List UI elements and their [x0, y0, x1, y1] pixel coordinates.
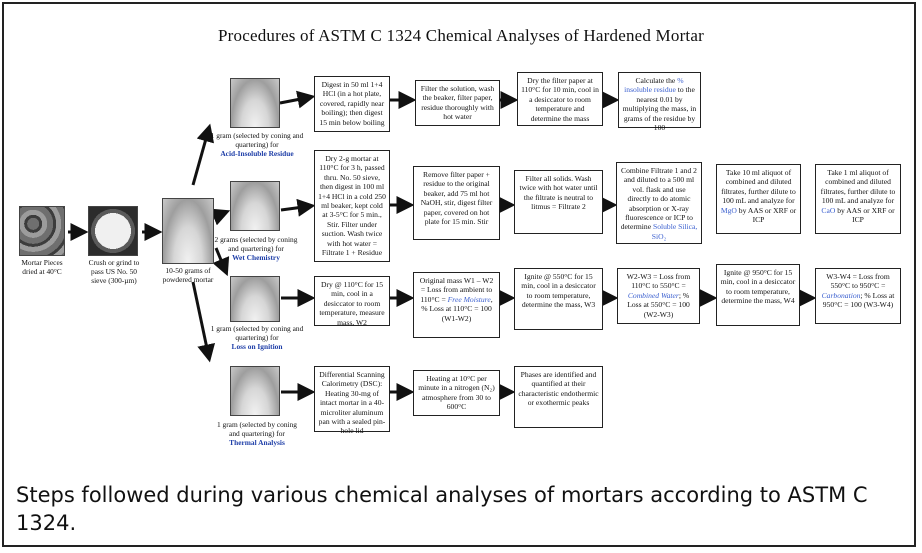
ignition-branch-label: 1 gram (selected by coning and quarterin…: [210, 324, 304, 351]
arrow-to-wet: [210, 208, 231, 226]
r2-mgo-pre: Take 10 ml aliquot of combined and dilut…: [721, 168, 796, 206]
r3-free-moisture-box: Original mass W1 – W2 = Loss from ambien…: [413, 272, 500, 338]
arrow-r2-pic-b1: [280, 198, 316, 217]
r2-cao-box: Take 1 ml aliquot of combined and dilute…: [815, 164, 901, 234]
r2-mgo-box: Take 10 ml aliquot of combined and dilut…: [716, 164, 801, 234]
r2-remove-text: Remove filter paper + residue to the ori…: [420, 170, 493, 227]
r1-filter-text: Filter the solution, wash the beaker, fi…: [420, 84, 495, 122]
thermal-branch-name: Thermal Analysis: [229, 438, 285, 447]
r3-ignite950-text: Ignite @ 950°C for 15 min, cool in a des…: [720, 268, 796, 306]
r2-mgo-post: by AAS or XRF or ICP: [736, 205, 797, 225]
wet-branch-name: Wet Chemistry: [232, 253, 280, 262]
wet-branch-label: 2 grams (selected by coning and quarteri…: [214, 235, 298, 262]
r3-free-moisture-highlight: Free Moisture: [447, 294, 491, 304]
arrow-r1-pic-b1: [279, 90, 316, 109]
r4-phases-box: Phases are identified and quantified at …: [514, 366, 603, 428]
arrow-to-thermal: [191, 281, 216, 363]
r2-mgo-highlight: MgO: [720, 205, 737, 215]
figure-caption: Steps followed during various chemical a…: [16, 483, 868, 535]
ignition-branch-text: 1 gram (selected by coning and quarterin…: [210, 324, 304, 342]
thermal-branch-label: 1 gram (selected by coning and quarterin…: [216, 420, 298, 447]
r3-carbonation-text: W3-W4 = Loss from 550°C to 950°C = Carbo…: [819, 272, 897, 310]
thermal-branch-text: 1 gram (selected by coning and quarterin…: [216, 420, 298, 438]
r1-dry-box: Dry the filter paper at 110°C for 10 min…: [517, 72, 603, 126]
r2-cao-pre: Take 1 ml aliquot of combined and dilute…: [820, 168, 896, 206]
r3-carbonation-box: W3-W4 = Loss from 550°C to 950°C = Carbo…: [815, 268, 901, 324]
r3-dry-text: Dry @ 110°C for 15 min, cool in a desicc…: [319, 280, 385, 327]
figure-frame: [2, 2, 916, 547]
r1-digest-text: Digest in 50 ml 1+4 HCl (in a hot plate,…: [319, 80, 385, 127]
arrow-to-ignition: [212, 247, 230, 277]
r3-combined-water-text: W2-W3 = Loss from 110°C to 550°C = Combi…: [621, 272, 696, 319]
r1-calc-highlight: % insoluble residue: [624, 76, 684, 95]
insoluble-branch-text: 1 gram (selected by coning and quarterin…: [210, 131, 304, 149]
r3-ignite550-box: Ignite @ 550°C for 15 min, cool in a des…: [514, 268, 603, 330]
r3-combined-water-box: W2-W3 = Loss from 110°C to 550°C = Combi…: [617, 268, 700, 324]
powder-mortar-label: 10-50 grams of powdered mortar: [162, 266, 214, 284]
r2-cao-highlight: CaO: [821, 205, 836, 215]
r1-calc-post: to the nearest 0.01 by multiplying the m…: [622, 85, 697, 133]
r2-filter-text: Filter all solids. Wash twice with hot w…: [519, 174, 598, 212]
r2-remove-box: Remove filter paper + residue to the ori…: [413, 166, 500, 240]
r1-digest-box: Digest in 50 ml 1+4 HCl (in a hot plate,…: [314, 76, 390, 132]
ignition-sample-photo: [230, 276, 280, 322]
r3-carbonation-highlight: Carbonation: [821, 290, 861, 300]
r1-calc-box: Calculate the % insoluble residue to the…: [618, 72, 701, 132]
r4-heating-text: Heating at 10°C per minute in a nitrogen…: [418, 374, 495, 412]
wet-branch-text: 2 grams (selected by coning and quarteri…: [214, 235, 298, 253]
r3-free-moisture-pre: Original mass W1 – W2 = Loss from ambien…: [419, 276, 494, 304]
r3-ignite550-text: Ignite @ 550°C for 15 min, cool in a des…: [521, 272, 596, 310]
r1-calc-text: Calculate the % insoluble residue to the…: [622, 76, 697, 132]
r2-dry-digest-text: Dry 2-g mortar at 110°C for 3 h, passed …: [318, 154, 386, 258]
mortar-pieces-label: Mortar Pieces dried at 40°C: [21, 258, 63, 276]
r2-combine-box: Combine Filtrate 1 and 2 and diluted to …: [616, 162, 702, 244]
r1-dry-text: Dry the filter paper at 110°C for 10 min…: [521, 76, 599, 123]
r1-calc-pre: Calculate the: [635, 76, 678, 85]
r2-dry-digest-box: Dry 2-g mortar at 110°C for 3 h, passed …: [314, 150, 390, 262]
r3-carbonation-pre: W3-W4 = Loss from 550°C to 950°C =: [826, 272, 890, 291]
r3-free-moisture-text: Original mass W1 – W2 = Loss from ambien…: [417, 276, 496, 323]
r4-phases-text: Phases are identified and quantified at …: [518, 370, 599, 408]
r3-free-moisture-post: , % Loss at 110°C = 100 (W1-W2): [421, 294, 493, 323]
r2-filter-box: Filter all solids. Wash twice with hot w…: [514, 170, 603, 234]
thermal-sample-photo: [230, 366, 280, 416]
r4-dsc-box: Differential Scanning Calorimetry (DSC):…: [314, 366, 390, 435]
r3-dry-box: Dry @ 110°C for 15 min, cool in a desicc…: [314, 276, 390, 327]
r2-cao-text: Take 1 ml aliquot of combined and dilute…: [819, 168, 897, 224]
arrow-to-insoluble: [191, 123, 215, 186]
ignition-branch-name: Loss on Ignition: [231, 342, 283, 351]
insoluble-branch-name: Acid-Insoluble Residue: [220, 149, 294, 158]
r4-heating-box: Heating at 10°C per minute in a nitrogen…: [413, 370, 500, 416]
r1-filter-box: Filter the solution, wash the beaker, fi…: [415, 80, 500, 126]
r2-cao-post: by AAS or XRF or ICP: [835, 205, 895, 225]
r3-combined-water-highlight: Combined Water: [627, 290, 679, 300]
crushed-sample-photo: [88, 206, 138, 256]
r2-combine-pre: Combine Filtrate 1 and 2 and diluted to …: [620, 166, 697, 232]
powder-pile-photo: [162, 198, 214, 264]
r3-combined-water-pre: W2-W3 = Loss from 110°C to 550°C =: [626, 272, 691, 291]
wet-sample-photo: [230, 181, 280, 231]
insoluble-branch-label: 1 gram (selected by coning and quarterin…: [210, 131, 304, 158]
r4-dsc-text: Differential Scanning Calorimetry (DSC):…: [318, 370, 386, 436]
r2-combine-text: Combine Filtrate 1 and 2 and diluted to …: [620, 166, 698, 241]
mortar-pieces-photo: [19, 206, 65, 256]
crush-grind-label: Crush or grind to pass US No. 50 sieve (…: [88, 258, 140, 285]
r3-combined-water-post: ; % Loss at 550°C = 100 (W2-W3): [627, 290, 690, 319]
insoluble-sample-photo: [230, 78, 280, 128]
r3-ignite950-box: Ignite @ 950°C for 15 min, cool in a des…: [716, 264, 800, 326]
r2-combine-highlight: Soluble Silica, SiO₂: [651, 222, 698, 241]
r3-carbonation-post: ; % Loss at 950°C = 100 (W3-W4): [822, 290, 895, 310]
diagram-title: Procedures of ASTM C 1324 Chemical Analy…: [218, 26, 704, 45]
r2-mgo-text: Take 10 ml aliquot of combined and dilut…: [720, 168, 797, 224]
